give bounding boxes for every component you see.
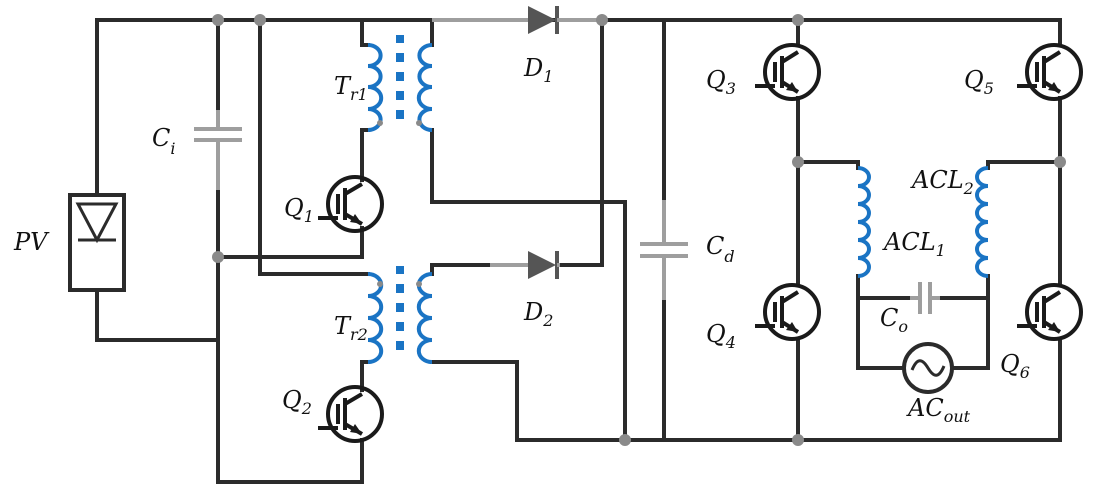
transformer-tr2 <box>367 266 433 364</box>
wire-q1-emitter <box>216 226 364 259</box>
inductor-acl2 <box>975 166 989 278</box>
label-d1: D1 <box>523 54 553 86</box>
tr1-primary-coil <box>367 43 384 132</box>
transistor-q5 <box>1017 43 1083 101</box>
wire-tr2-secondary-bottom <box>430 360 1062 442</box>
wire-acl2-bottom <box>950 274 990 370</box>
wire-tr2-primary-bottom <box>360 360 370 392</box>
junction-node <box>254 14 266 26</box>
label-q3: Q3 <box>706 66 736 98</box>
tr2-polarity-dot <box>416 281 422 287</box>
transistor-q6 <box>1017 283 1083 341</box>
tr2-polarity-dot <box>377 281 383 287</box>
label-acout: ACout <box>906 394 971 426</box>
label-q6: Q6 <box>1000 350 1030 382</box>
inductor-acl1 <box>857 166 871 278</box>
wire-d2-cathode <box>558 18 604 267</box>
tr1-polarity-dot <box>377 120 383 126</box>
junction-node <box>212 14 224 26</box>
capacitor-co <box>910 282 940 314</box>
label-q2: Q2 <box>282 386 312 418</box>
label-ci: Ci <box>152 124 176 158</box>
label-acl1: ACL1 <box>882 228 946 260</box>
label-q4: Q4 <box>706 320 736 352</box>
wires <box>95 18 1062 484</box>
junction-nodes <box>212 14 1066 446</box>
junction-node <box>1054 156 1066 168</box>
tr2-primary-coil <box>367 272 384 364</box>
transistor-q4 <box>755 283 821 341</box>
wire-pv-negative <box>95 288 220 342</box>
wire-acl1-bottom <box>856 274 906 370</box>
diode-d2 <box>490 251 560 279</box>
wire-tr2-secondary-top <box>430 263 492 276</box>
labels: PV Ci Tr1 Tr2 D1 D2 Q1 Q2 Q3 Q4 Q5 Q6 Cd… <box>13 54 1030 426</box>
transistor-q1 <box>318 175 384 233</box>
junction-node <box>619 434 631 446</box>
diode-d1 <box>432 6 602 34</box>
wire-tr1-secondary-bottom <box>430 128 627 442</box>
transistor-q3 <box>755 43 821 101</box>
tr1-secondary-coil <box>416 43 433 132</box>
label-cd: Cd <box>706 232 735 266</box>
wire-leg2-to-acl2 <box>986 160 1062 170</box>
label-co: Co <box>880 304 908 336</box>
wire-tr2-primary-feed <box>258 18 370 276</box>
label-q5: Q5 <box>964 66 994 98</box>
junction-node <box>792 434 804 446</box>
capacitor-ci <box>194 110 242 190</box>
pv-panel <box>68 193 126 292</box>
transistor-q2 <box>318 385 384 443</box>
label-tr1: Tr1 <box>334 72 368 104</box>
tr2-secondary-coil <box>416 272 433 364</box>
tr1-polarity-dot <box>416 120 422 126</box>
label-acl2: ACL2 <box>910 166 974 198</box>
junction-node <box>212 251 224 263</box>
wire-tr1-primary-bottom <box>360 128 370 182</box>
label-tr2: Tr2 <box>334 312 368 344</box>
label-q1: Q1 <box>284 194 314 226</box>
wire-tr1-primary-top <box>360 18 370 47</box>
label-d2: D2 <box>523 298 553 330</box>
junction-node <box>596 14 608 26</box>
wire-leg1-to-acl1 <box>796 160 860 170</box>
wire-top-left <box>95 18 604 197</box>
junction-node <box>792 156 804 168</box>
ac-source <box>902 342 954 394</box>
transformer-tr1 <box>367 35 433 132</box>
capacitor-cd <box>640 200 688 300</box>
wire-ci-bottom <box>216 188 364 484</box>
label-pv: PV <box>13 228 50 256</box>
junction-node <box>792 14 804 26</box>
